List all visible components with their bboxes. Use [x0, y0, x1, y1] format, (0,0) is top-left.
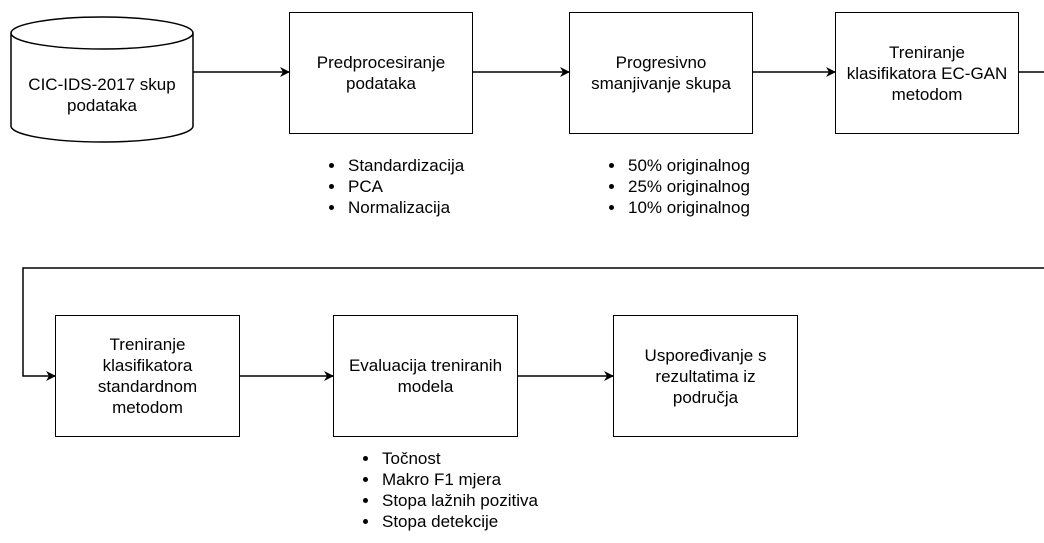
list-item: 10% originalnog — [626, 197, 750, 218]
list-item: Standardizacija — [346, 155, 464, 176]
list-item: Točnost — [380, 448, 538, 469]
node-preprocessing: Predprocesiranje podataka — [289, 12, 473, 134]
node-ecgan-label: Treniranje klasifikatora EC-GAN metodom — [846, 42, 1008, 104]
node-reduction: Progresivno smanjivanje skupa — [569, 12, 753, 134]
node-standard-label: Treniranje klasifikatora standardnom met… — [97, 335, 198, 417]
evaluation-metrics-list: Točnost Makro F1 mjera Stopa lažnih pozi… — [347, 448, 538, 532]
node-comparison: Uspoređivanje s rezultatima iz područja — [613, 315, 798, 437]
edge-wrap-to-standard — [22, 267, 1044, 381]
node-ecgan: Treniranje klasifikatora EC-GAN metodom — [835, 12, 1019, 134]
list-item: Stopa lažnih pozitiva — [380, 490, 538, 511]
node-evaluation: Evaluacija treniranih modela — [333, 315, 518, 437]
preprocessing-steps-list: Standardizacija PCA Normalizacija — [313, 155, 464, 218]
dataset-cylinder-shape — [10, 16, 194, 143]
list-item: Makro F1 mjera — [380, 469, 538, 490]
list-item: Stopa detekcije — [380, 511, 538, 532]
node-reduction-label: Progresivno smanjivanje skupa — [591, 53, 731, 93]
node-evaluation-label: Evaluacija treniranih modela — [348, 356, 503, 396]
node-dataset: CIC-IDS-2017 skup podataka — [14, 60, 190, 130]
node-preprocessing-label: Predprocesiranje podataka — [316, 53, 446, 93]
list-item: 25% originalnog — [626, 176, 750, 197]
list-item: PCA — [346, 176, 464, 197]
node-standard: Treniranje klasifikatora standardnom met… — [55, 315, 240, 437]
list-item: Normalizacija — [346, 197, 464, 218]
node-comparison-label: Uspoređivanje s rezultatima iz područja — [644, 345, 767, 407]
reduction-steps-list: 50% originalnog 25% originalnog 10% orig… — [593, 155, 750, 218]
node-dataset-label: CIC-IDS-2017 skup podataka — [28, 75, 176, 115]
list-item: 50% originalnog — [626, 155, 750, 176]
